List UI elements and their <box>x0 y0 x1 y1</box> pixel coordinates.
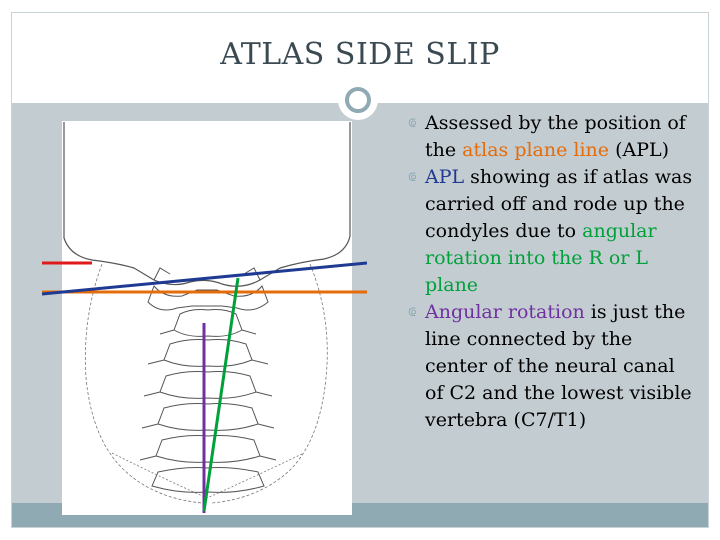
bullet-text-segment: APL <box>425 166 465 188</box>
neck-outline-left <box>84 263 203 504</box>
slide-title: ATLAS SIDE SLIP <box>220 37 500 72</box>
bullet-text-segment: Angular rotation <box>425 301 585 323</box>
transverse-processes <box>139 329 277 461</box>
bullet-text-segment: is just the line connected by the center… <box>425 301 692 431</box>
vertebra-c6 <box>155 435 261 463</box>
neck-outline-right <box>211 263 328 504</box>
bullet-item: ⟃ APL showing as if atlas was carried off… <box>408 164 698 299</box>
vertebra-c3 <box>163 339 253 367</box>
bullet-text-segment: Assessed by the position of the <box>425 112 686 161</box>
bullet-marker-icon: ⟃ <box>408 304 417 320</box>
bullet-text-segment: (APL) <box>609 139 670 161</box>
apl-line <box>42 261 367 296</box>
bullet-text-segment: atlas plane line <box>462 139 610 161</box>
vertebra-c4 <box>159 371 257 399</box>
bullet-marker-icon: ⟃ <box>408 169 417 185</box>
vertebra-c5 <box>157 403 259 431</box>
ring-icon <box>338 80 378 120</box>
bullet-text-segment: angular rotation into the R or L plane <box>425 220 657 296</box>
bullet-item: ⟃ Assessed by the position of the atlas p… <box>408 110 698 164</box>
condyle-left <box>153 267 171 281</box>
angular-rotation-line-green <box>202 277 240 512</box>
bullet-item: ⟃ Angular rotation is just the line conne… <box>408 299 698 434</box>
atlas-vertebra <box>147 285 269 311</box>
ring-inner <box>345 87 371 113</box>
bullet-text-segment: showing as if atlas was carried off and … <box>425 166 693 242</box>
bullet-marker-icon: ⟃ <box>408 115 417 131</box>
cervical-spine-figure <box>42 121 367 515</box>
condyle-right <box>243 267 261 281</box>
bullet-list: ⟃ Assessed by the position of the atlas p… <box>408 110 698 434</box>
skull-outline <box>63 122 351 287</box>
